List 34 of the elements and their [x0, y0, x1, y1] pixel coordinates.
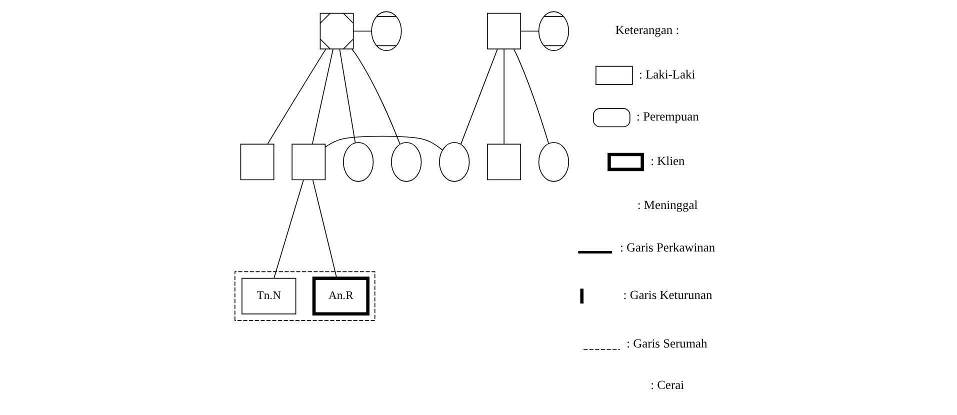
- legend-label: : Garis Serumah: [626, 336, 707, 350]
- connector: [351, 48, 400, 144]
- legend-label: : Cerai: [650, 378, 684, 392]
- connector: [311, 48, 333, 144]
- label: Keterangan :: [614, 23, 679, 38]
- legend-label: : Garis Perkawinan: [619, 240, 715, 254]
- legend-label: : Laki-Laki: [638, 67, 695, 82]
- node-box: [486, 12, 521, 50]
- cluster: [234, 271, 375, 321]
- node-box: An.R: [312, 276, 369, 316]
- legend-label: : Garis Keturunan: [622, 288, 712, 302]
- connector: [324, 136, 442, 150]
- node-circle: [538, 11, 569, 51]
- connector: [312, 179, 337, 279]
- connector: [338, 48, 356, 144]
- node-circle: [538, 142, 569, 182]
- connector: [512, 48, 549, 144]
- connector: [460, 48, 498, 145]
- connector: [352, 30, 372, 32]
- node-box: [291, 144, 326, 180]
- connector: [503, 48, 504, 144]
- node-box: [240, 144, 274, 180]
- node-box: Tn.N: [241, 278, 296, 314]
- connector: [273, 179, 304, 279]
- connector: [266, 48, 326, 144]
- node-circle: [438, 142, 470, 182]
- legend-label: : Meninggal: [636, 198, 698, 212]
- node-circle: [342, 142, 374, 182]
- node-circle: [370, 11, 402, 51]
- node-circle: [390, 142, 422, 182]
- connector: [520, 30, 539, 32]
- node-box: [486, 144, 521, 180]
- legend-label: : Perempuan: [636, 110, 698, 124]
- legend-label: : Klien: [650, 154, 684, 168]
